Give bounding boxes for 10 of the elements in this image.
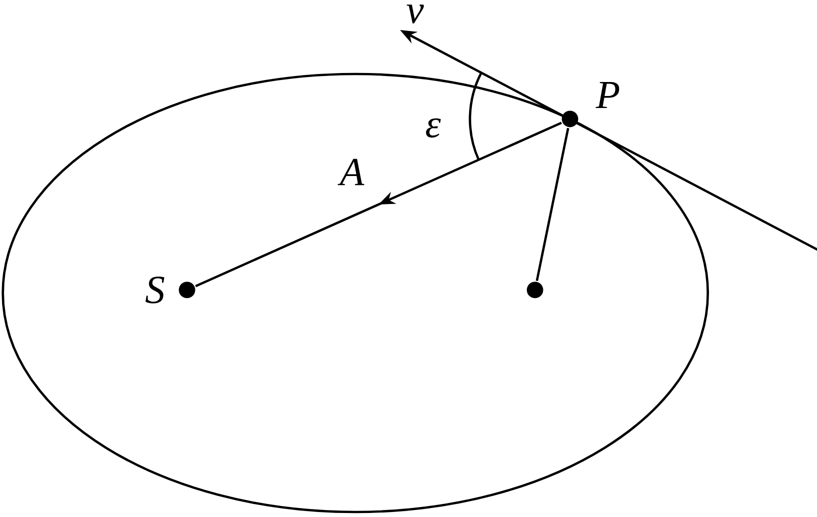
point-dot	[526, 282, 544, 298]
symbol-label: ε	[426, 118, 441, 138]
point-label: P	[596, 82, 620, 108]
edge-label: A	[338, 158, 366, 186]
arrow	[195, 122, 562, 288]
line	[536, 128, 570, 282]
symbol-label: v	[406, 4, 424, 24]
point-dot	[178, 282, 196, 298]
point-label: S	[146, 276, 164, 304]
point-dot	[562, 110, 578, 128]
